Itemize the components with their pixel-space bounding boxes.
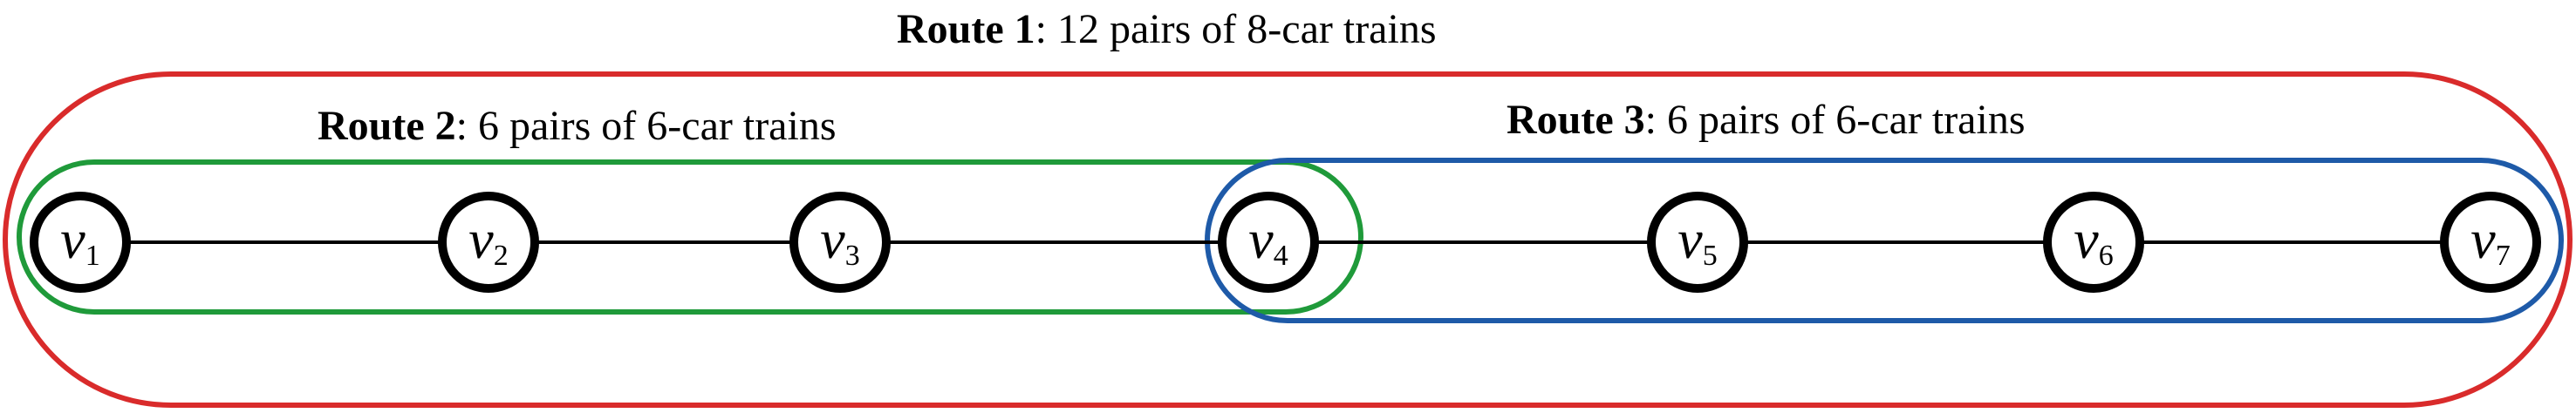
route1-title: Route 1: 12 pairs of 8-car trains bbox=[897, 6, 1437, 52]
route3-desc: : 6 pairs of 6-car trains bbox=[1645, 97, 2026, 143]
station-letter: v bbox=[1677, 208, 1703, 270]
station-subscript: 2 bbox=[494, 240, 509, 272]
station-subscript: 1 bbox=[85, 240, 100, 272]
station-letter: v bbox=[1248, 208, 1274, 270]
station-letter: v bbox=[2470, 208, 2496, 270]
station-node-v5: v5 bbox=[1647, 192, 1748, 293]
svg-text:v4: v4 bbox=[1248, 208, 1288, 272]
svg-text:v6: v6 bbox=[2074, 208, 2113, 272]
route3-title: Route 3: 6 pairs of 6-car trains bbox=[1507, 97, 2026, 143]
route1-desc: : 12 pairs of 8-car trains bbox=[1035, 6, 1437, 52]
route1-boundary bbox=[3, 71, 2573, 408]
svg-text:v3: v3 bbox=[820, 208, 859, 272]
route1-name: Route 1 bbox=[897, 6, 1035, 52]
svg-text:v2: v2 bbox=[468, 208, 508, 272]
station-node-v3: v3 bbox=[789, 192, 891, 293]
route2-desc: : 6 pairs of 6-car trains bbox=[456, 103, 837, 149]
svg-text:v7: v7 bbox=[2470, 208, 2510, 272]
station-node-v1: v1 bbox=[30, 192, 131, 293]
station-node-v7: v7 bbox=[2440, 192, 2541, 293]
station-node-v6: v6 bbox=[2043, 192, 2144, 293]
station-subscript: 6 bbox=[2099, 240, 2114, 272]
station-letter: v bbox=[60, 208, 85, 270]
station-subscript: 7 bbox=[2496, 240, 2511, 272]
route2-name: Route 2 bbox=[318, 103, 456, 149]
station-letter: v bbox=[2074, 208, 2099, 270]
route2-title: Route 2: 6 pairs of 6-car trains bbox=[318, 103, 837, 149]
station-letter: v bbox=[820, 208, 845, 270]
svg-text:v5: v5 bbox=[1677, 208, 1717, 272]
route3-name: Route 3 bbox=[1507, 97, 1645, 143]
station-letter: v bbox=[468, 208, 494, 270]
route2-boundary bbox=[17, 159, 1363, 315]
svg-text:v1: v1 bbox=[60, 208, 99, 272]
station-subscript: 5 bbox=[1703, 240, 1718, 272]
station-subscript: 4 bbox=[1274, 240, 1288, 272]
station-subscript: 3 bbox=[845, 240, 860, 272]
station-node-v4: v4 bbox=[1218, 192, 1319, 293]
station-node-v2: v2 bbox=[438, 192, 539, 293]
